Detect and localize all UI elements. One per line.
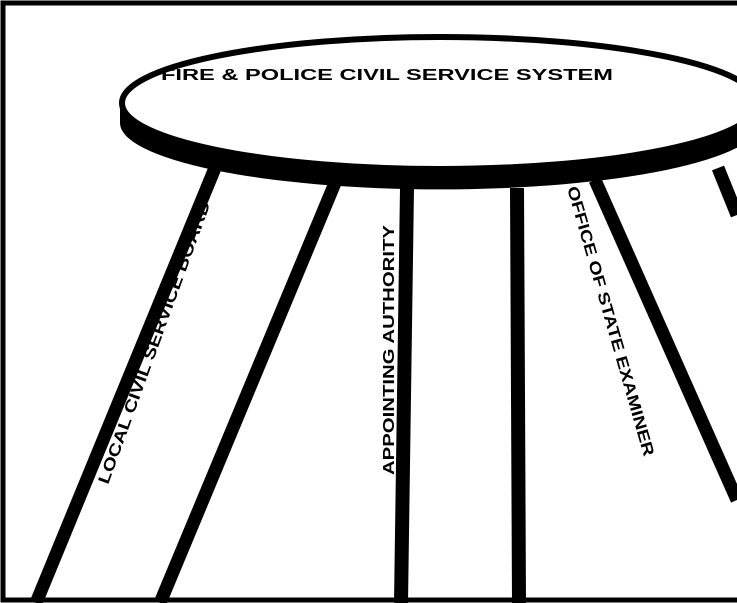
center-leg-left-edge [401, 188, 407, 603]
seat-title: FIRE & POLICE CIVIL SERVICE SYSTEM [161, 67, 613, 84]
center-leg-right-edge [517, 188, 519, 603]
left-leg-label: LOCAL CIVIL SERVICE BOARD [96, 199, 215, 487]
seat-top [122, 37, 737, 169]
right-leg-outer-edge [718, 168, 737, 215]
center-leg-label: APPOINTING AUTHORITY [381, 225, 398, 475]
